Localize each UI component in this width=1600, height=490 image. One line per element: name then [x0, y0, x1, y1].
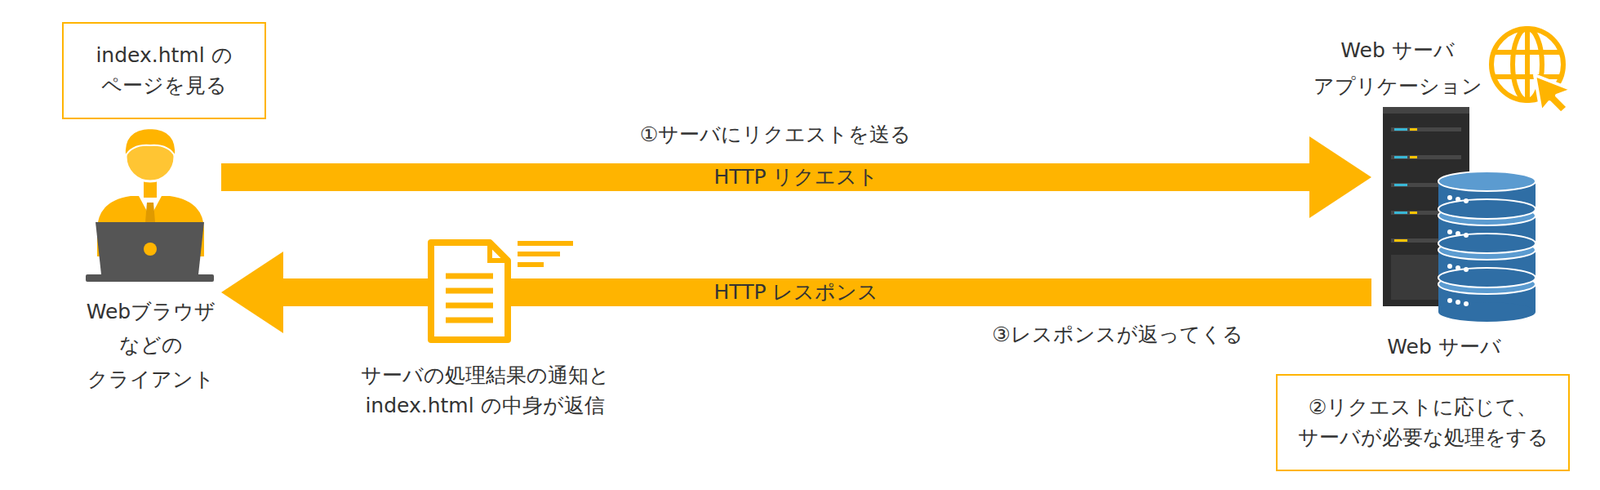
document-line	[445, 317, 494, 324]
rack-led	[1409, 128, 1418, 131]
rack-led	[1394, 128, 1408, 131]
globe-parallel	[1493, 74, 1562, 80]
arrow-head	[221, 251, 284, 334]
document-line	[445, 273, 494, 280]
arrow-head	[1309, 136, 1372, 218]
db-dot	[1463, 198, 1469, 204]
motion-line	[517, 251, 560, 257]
document-line	[445, 302, 494, 309]
db-bottom	[1438, 233, 1536, 254]
edge-label: HTTP リクエスト	[707, 164, 886, 190]
laptop-logo	[143, 242, 157, 256]
rack-led	[1409, 155, 1418, 159]
motion-line	[517, 240, 574, 246]
db-bottom	[1438, 199, 1536, 219]
globe-axis	[1524, 28, 1530, 101]
db-top	[1438, 171, 1536, 192]
rack-slot	[1391, 127, 1462, 132]
arrow-connector	[221, 251, 1372, 334]
cursor-icon	[1534, 75, 1573, 114]
rack-slot	[1391, 155, 1462, 160]
db-dot	[1463, 301, 1469, 307]
db-dot	[1447, 229, 1453, 235]
db-dot	[1447, 195, 1453, 200]
client-node: Webブラウザ などの クライアント	[77, 122, 222, 392]
laptop-lid	[95, 222, 205, 275]
arrow-band	[221, 163, 1311, 192]
db-dot	[1463, 266, 1469, 272]
database-icon	[1438, 171, 1536, 322]
rack-top	[1382, 106, 1470, 114]
document-fold	[489, 242, 508, 261]
node-text: index.html の ページを見る	[78, 40, 250, 102]
response-note: サーバの処理結果の通知と index.html の中身が返信	[346, 360, 624, 422]
db-dot	[1447, 297, 1453, 303]
db-dot	[1455, 231, 1461, 236]
db-bottom	[1438, 267, 1536, 288]
node-subtext: Web サーバ	[1386, 331, 1501, 363]
arrow-connector	[221, 136, 1372, 218]
db-dot	[1455, 299, 1461, 305]
step-label: ③レスポンスが返ってくる	[991, 319, 1243, 351]
person-hair	[124, 128, 176, 157]
document-line	[445, 288, 494, 294]
db-dot	[1455, 196, 1461, 202]
document-page	[431, 242, 508, 340]
db-cylinder	[1438, 171, 1536, 219]
server-node: Web サーバ アプリケーションWeb サーバ	[1371, 24, 1576, 368]
laptop-base	[85, 274, 214, 282]
node-text: ②リクエストに応じて、 サーバが必要な処理をする	[1292, 391, 1554, 454]
rack-led	[1394, 211, 1408, 214]
callout-box: ②リクエストに応じて、 サーバが必要な処理をする	[1275, 373, 1570, 472]
node-text: Web サーバ アプリケーション	[1303, 32, 1492, 105]
node-text: Webブラウザ などの クライアント	[77, 294, 225, 396]
rack-led	[1394, 183, 1408, 187]
motion-line	[517, 262, 544, 267]
step-label: ①サーバにリクエストを送る	[640, 119, 912, 151]
db-dot	[1463, 232, 1469, 238]
rack-led	[1409, 211, 1418, 214]
db-dot	[1447, 263, 1453, 269]
rack-led	[1394, 239, 1408, 242]
edge-label: HTTP レスポンス	[707, 280, 886, 305]
document-icon	[431, 242, 574, 340]
rack-led	[1394, 155, 1408, 159]
db-bottom	[1438, 302, 1536, 322]
callout-box: index.html の ページを見る	[62, 22, 267, 120]
person-icon	[85, 128, 214, 282]
globe-parallel	[1493, 49, 1562, 55]
db-dot	[1455, 265, 1461, 271]
